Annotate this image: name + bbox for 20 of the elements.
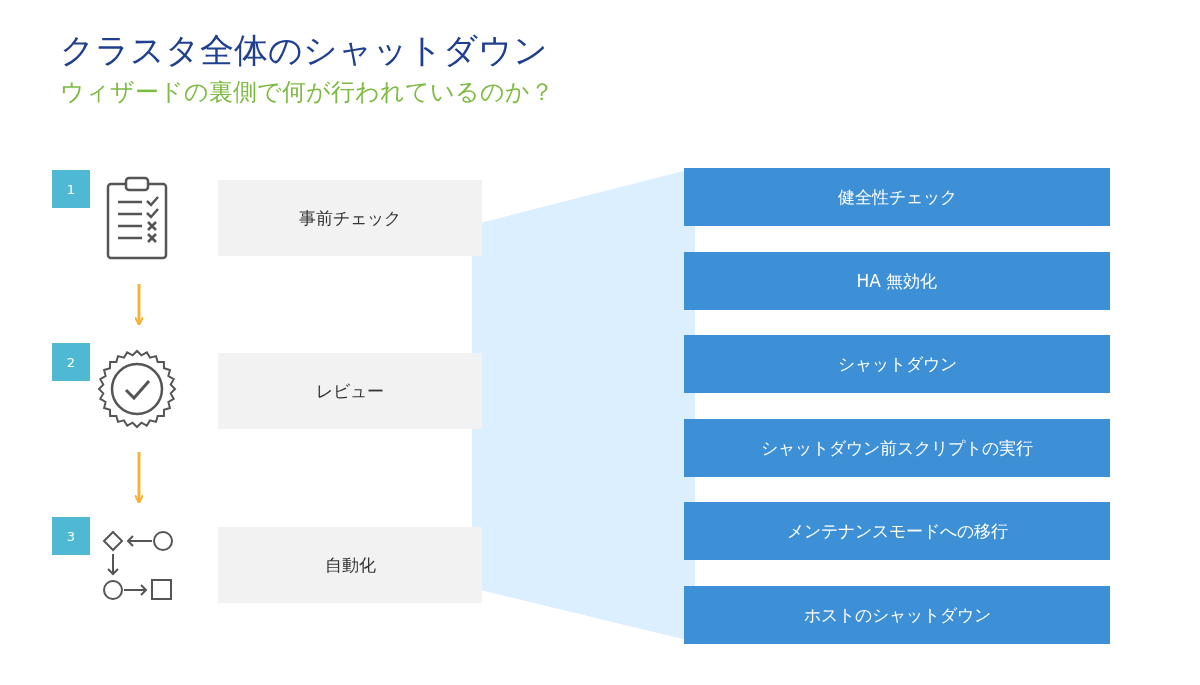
subtitle: ウィザードの裏側で何が行われているのか？ (60, 77, 554, 108)
phase-box: 自動化 (218, 527, 482, 603)
badge-icon (97, 349, 177, 429)
step-number: 3 (52, 517, 90, 555)
step-box: 健全性チェック (684, 168, 1110, 226)
arrow (134, 284, 144, 326)
step-number: 2 (52, 343, 90, 381)
flowchart-icon (102, 530, 173, 600)
funnel-band (472, 168, 695, 642)
phase-box: 事前チェック (218, 180, 482, 256)
step-number: 1 (52, 170, 90, 208)
step-box: シャットダウン前スクリプトの実行 (684, 419, 1110, 477)
clipboard-icon (106, 176, 168, 260)
arrow (134, 452, 144, 504)
step-box: ホストのシャットダウン (684, 586, 1110, 644)
title: クラスタ全体のシャットダウン (60, 29, 548, 72)
step-box: メンテナンスモードへの移行 (684, 502, 1110, 560)
step-box: HA 無効化 (684, 252, 1110, 310)
step-box: シャットダウン (684, 335, 1110, 393)
phase-box: レビュー (218, 353, 482, 429)
